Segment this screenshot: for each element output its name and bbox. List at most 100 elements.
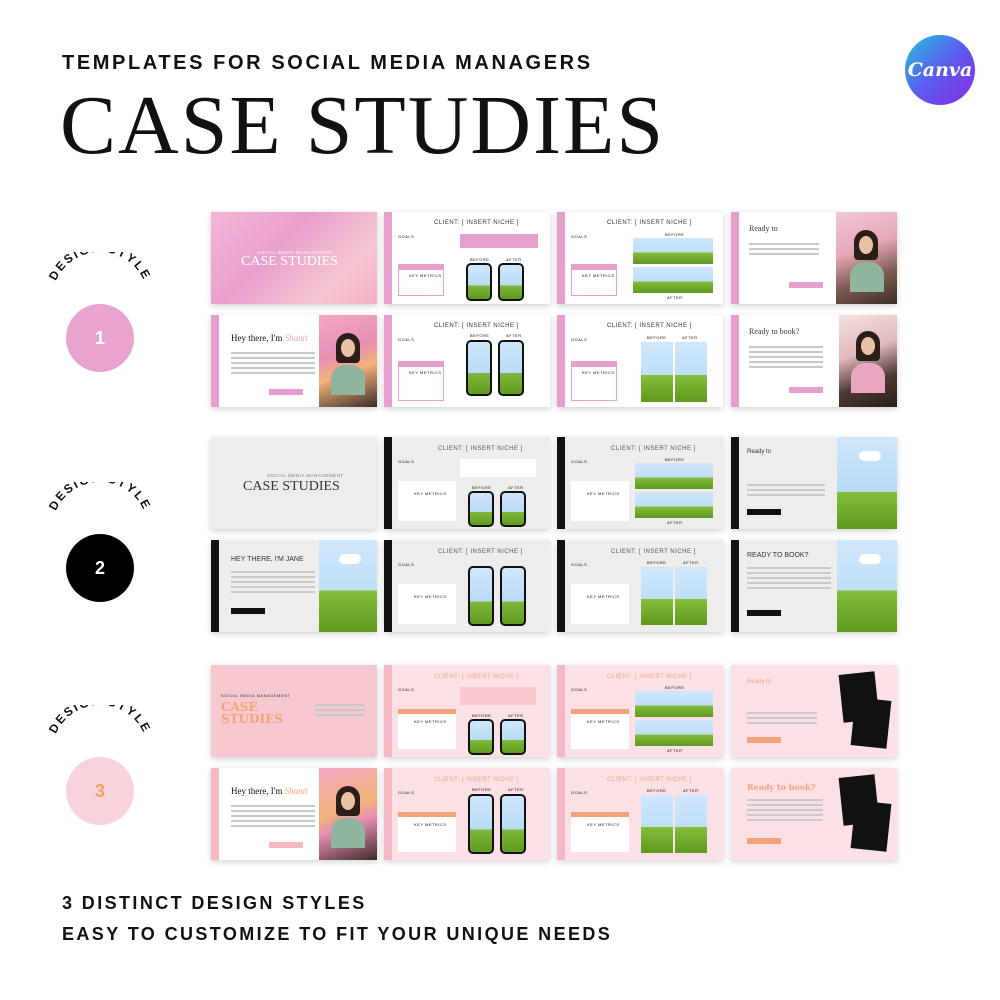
slide-sidebar <box>731 540 739 632</box>
footer-line-2: EASY TO CUSTOMIZE TO FIT YOUR UNIQUE NEE… <box>62 924 613 944</box>
goals-label: GOALS <box>571 234 588 239</box>
slide-sidebar <box>731 437 739 529</box>
slide-sidebar <box>557 665 565 757</box>
slide-cover-subtitle: SOCIAL MEDIA MANAGEMENT <box>257 250 334 255</box>
metrics-bar <box>571 709 629 714</box>
slide-cover-title: CASE STUDIES <box>221 700 283 726</box>
phone-mockup <box>466 263 492 301</box>
ready-to-heading: Ready to <box>747 449 772 455</box>
signature-text: Shanti <box>284 333 308 343</box>
slide-sidebar <box>731 315 739 407</box>
slide-client-title: CLIENT: [ INSERT NICHE ] <box>434 220 519 226</box>
after-label: AFTER <box>667 295 683 300</box>
slide-client-title: CLIENT: [ INSERT NICHE ] <box>607 220 692 226</box>
design-style-arc-text: DESIGN STYLE <box>46 705 154 736</box>
cta-button <box>789 282 823 288</box>
landscape-image <box>633 238 713 264</box>
slide-sidebar <box>384 315 392 407</box>
page-title: CASE STUDIES <box>60 79 666 172</box>
slide-cover-subtitle: SOCIAL MEDIA MANAGEMENT <box>221 693 291 698</box>
metrics-box: KEY METRICS <box>571 812 629 852</box>
slide-sidebar <box>211 768 219 860</box>
before-label: BEFORE <box>472 485 492 490</box>
book-heading: Ready to book? <box>747 782 816 792</box>
slide-client-title: CLIENT: [ INSERT NICHE ] <box>434 777 519 783</box>
book-heading: READY TO BOOK? <box>747 552 809 559</box>
before-label: BEFORE <box>472 713 492 718</box>
slide-client: CLIENT: [ INSERT NICHE ] GOALS KEY METRI… <box>557 540 723 632</box>
slide-client-title: CLIENT: [ INSERT NICHE ] <box>607 323 692 329</box>
slide-ready: Ready to <box>731 437 897 529</box>
slide-sidebar <box>557 212 565 304</box>
text-lines <box>231 568 315 596</box>
slide-book: Ready to book? <box>731 768 897 860</box>
cta-button <box>269 842 303 848</box>
text-lines <box>747 481 825 499</box>
slide-sidebar <box>557 540 565 632</box>
design-style-3-number: 3 <box>94 780 105 801</box>
slide-client-title: CLIENT: [ INSERT NICHE ] <box>438 549 523 555</box>
slide-about: Hey there, I'm Shanti <box>211 768 377 860</box>
cloud-shape <box>859 451 881 461</box>
slide-sidebar <box>384 212 392 304</box>
signature-text: Shanti <box>284 786 308 796</box>
person-photo <box>839 315 897 407</box>
svg-text:DESIGN STYLE: DESIGN STYLE <box>46 705 154 736</box>
after-label: AFTER <box>506 333 522 338</box>
design-style-2-number: 2 <box>94 557 105 578</box>
before-label: BEFORE <box>647 335 667 340</box>
slide-cover: SOCIAL MEDIA MANAGEMENT CASE STUDIES <box>211 437 377 529</box>
metrics-box: KEY METRICS <box>398 361 444 401</box>
slide-sidebar <box>557 768 565 860</box>
metrics-box: KEY METRICS <box>398 264 444 296</box>
after-label: AFTER <box>667 748 683 753</box>
metrics-bar <box>571 812 629 817</box>
after-label: AFTER <box>508 713 524 718</box>
phone-mockup <box>498 340 524 396</box>
metrics-box: KEY METRICS <box>398 584 456 624</box>
before-label: BEFORE <box>470 333 490 338</box>
footer-line-1: 3 DISTINCT DESIGN STYLES <box>62 893 367 913</box>
landscape-image <box>633 267 713 293</box>
after-label: AFTER <box>683 560 699 565</box>
slide-client-title: CLIENT: [ INSERT NICHE ] <box>434 674 519 680</box>
phone-mockup <box>498 263 524 301</box>
after-label: AFTER <box>506 257 522 262</box>
design-style-2-label: DESIGN STYLE 2 <box>40 482 160 612</box>
slide-ready: Ready to <box>731 665 897 757</box>
key-metrics-label: KEY METRICS <box>414 491 447 496</box>
goals-label: GOALS <box>571 337 588 342</box>
after-label: AFTER <box>508 485 524 490</box>
goals-label: GOALS <box>398 562 415 567</box>
slide-client: CLIENT: [ INSERT NICHE ] GOALS KEY METRI… <box>557 665 723 757</box>
key-metrics-label: KEY METRICS <box>409 273 442 278</box>
text-lines <box>749 343 823 371</box>
slide-client: CLIENT: [ INSERT NICHE ] GOALS KEY METRI… <box>384 212 550 304</box>
metrics-box: KEY METRICS <box>571 264 617 296</box>
text-lines <box>747 796 823 824</box>
phone-mockup <box>468 566 494 626</box>
after-label: AFTER <box>683 788 699 793</box>
key-metrics-label: KEY METRICS <box>582 273 615 278</box>
slide-cover: SOCIAL MEDIA MANAGEMENT CASE STUDIES <box>211 665 377 757</box>
slide-sidebar <box>384 437 392 529</box>
goals-label: GOALS <box>571 562 588 567</box>
ready-to-heading: Ready to <box>747 679 772 685</box>
slide-about: Hey there, I'm Shanti <box>211 315 377 407</box>
metrics-box: KEY METRICS <box>571 481 629 521</box>
landscape-image <box>675 342 707 402</box>
slide-sidebar <box>384 665 392 757</box>
slide-client: CLIENT: [ INSERT NICHE ] GOALS KEY METRI… <box>557 437 723 529</box>
cloud-shape <box>859 554 881 564</box>
after-label: AFTER <box>682 335 698 340</box>
about-heading: Hey there, I'm Shanti <box>231 786 308 796</box>
text-lines <box>749 240 819 258</box>
notes-box <box>460 234 538 248</box>
about-heading: Hey there, I'm Shanti <box>231 333 308 343</box>
cta-button <box>747 610 781 616</box>
goals-label: GOALS <box>398 790 415 795</box>
slide-client: CLIENT: [ INSERT NICHE ] GOALS KEY METRI… <box>557 212 723 304</box>
landscape-image <box>319 540 377 632</box>
design-style-3-label: DESIGN STYLE 3 <box>40 705 160 835</box>
key-metrics-label: KEY METRICS <box>587 822 620 827</box>
